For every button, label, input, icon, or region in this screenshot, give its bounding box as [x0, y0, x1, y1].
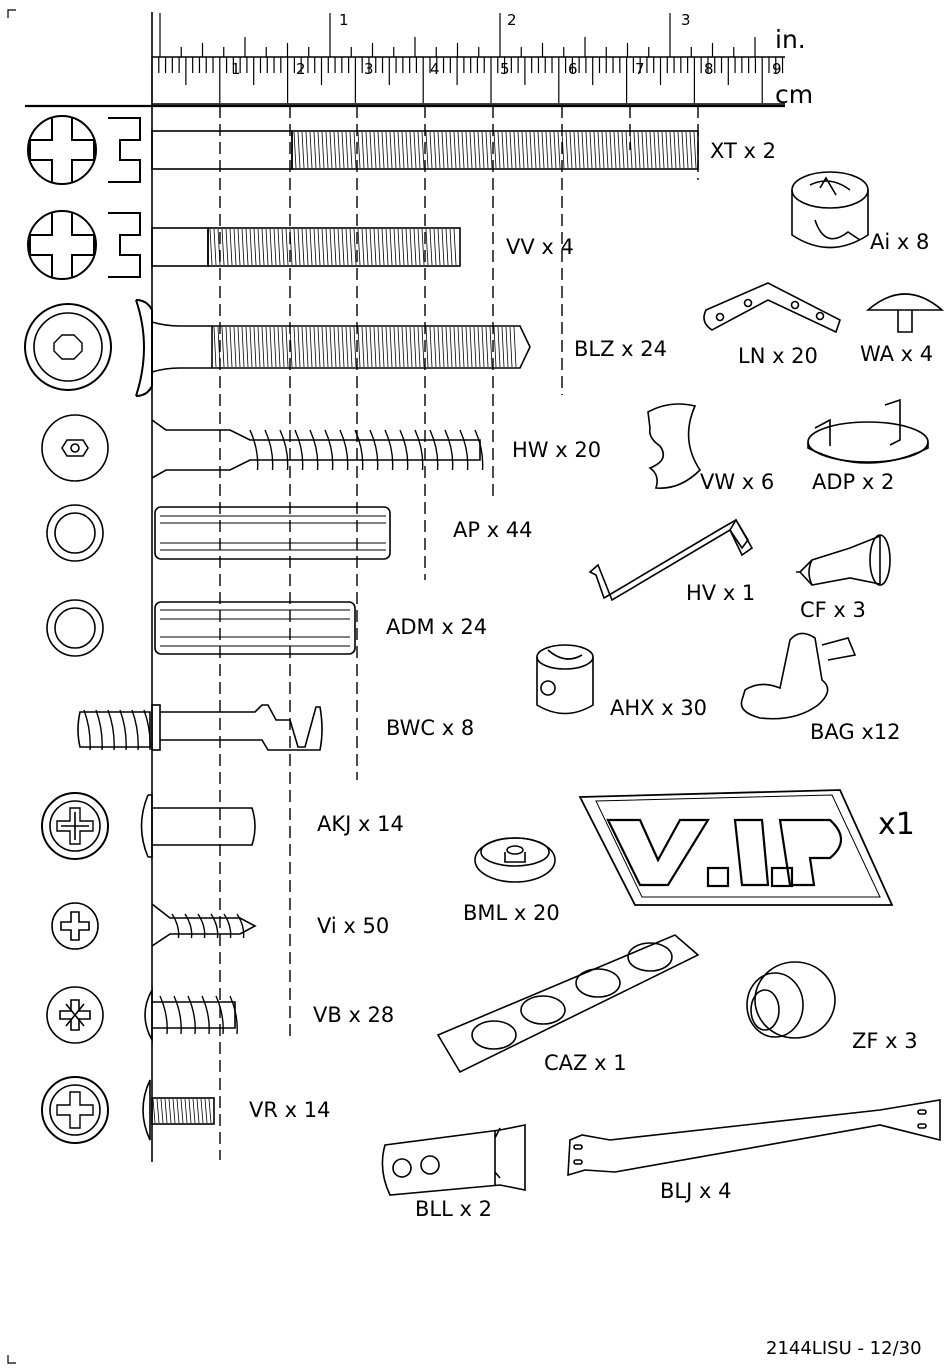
label-ahx: AHX x 30 [610, 698, 707, 719]
cm-tick-label: 9 [772, 62, 782, 77]
cm-tick-label: 7 [635, 62, 645, 77]
part-ap [47, 505, 390, 561]
label-akj: AKJ x 14 [317, 814, 404, 835]
part-vv [28, 211, 460, 279]
label-vip-count: x1 [878, 810, 915, 840]
label-adp: ADP x 2 [812, 472, 894, 493]
part-bwc [78, 705, 322, 750]
part-ahx [537, 645, 593, 714]
label-bwc: BWC x 8 [386, 718, 474, 739]
part-wa [868, 294, 942, 332]
label-xt: XT x 2 [710, 141, 776, 162]
part-vip [580, 790, 892, 905]
part-ln [704, 283, 840, 332]
part-akj [42, 793, 255, 859]
label-wa: WA x 4 [860, 344, 933, 365]
cm-tick-label: 6 [568, 62, 578, 77]
part-vi [52, 903, 255, 949]
label-blj: BLJ x 4 [660, 1181, 731, 1202]
label-ap: AP x 44 [453, 520, 533, 541]
label-hv: HV x 1 [686, 583, 755, 604]
label-caz: CAZ x 1 [544, 1053, 627, 1074]
part-xt [28, 116, 698, 184]
ruler-unit-in: in. [775, 27, 806, 52]
label-hw: HW x 20 [512, 440, 601, 461]
label-vv: VV x 4 [506, 237, 574, 258]
part-cf [796, 535, 890, 585]
part-adp [808, 400, 928, 463]
label-vr: VR x 14 [249, 1100, 330, 1121]
label-zf: ZF x 3 [852, 1031, 918, 1052]
part-vr [42, 1077, 214, 1143]
label-vw: VW x 6 [700, 472, 774, 493]
part-vw [648, 404, 700, 488]
part-bag [741, 633, 855, 718]
label-ln: LN x 20 [738, 346, 818, 367]
cm-tick-label: 4 [430, 62, 440, 77]
inch-tick-label: 2 [507, 13, 517, 28]
inch-tick-label: 3 [681, 13, 691, 28]
cm-tick-label: 8 [704, 62, 714, 77]
part-ai [792, 172, 868, 248]
part-zf [747, 962, 835, 1038]
label-ai: Ai x 8 [870, 232, 929, 253]
part-vb [47, 987, 237, 1043]
label-vb: VB x 28 [313, 1005, 394, 1026]
label-bml: BML x 20 [463, 903, 560, 924]
page-number: 2144LISU - 12/30 [766, 1340, 922, 1358]
label-blz: BLZ x 24 [574, 339, 667, 360]
cm-tick-label: 1 [231, 62, 241, 77]
part-hw [42, 415, 483, 481]
label-vi: Vi x 50 [317, 916, 389, 937]
part-blz [25, 300, 530, 396]
cm-tick-label: 5 [500, 62, 510, 77]
label-adm: ADM x 24 [386, 617, 487, 638]
crop-marks [8, 10, 16, 1363]
label-bag: BAG x12 [810, 722, 901, 743]
part-bml [475, 838, 555, 882]
part-adm [47, 600, 355, 656]
label-bll: BLL x 2 [415, 1199, 492, 1220]
ruler-unit-cm: cm [775, 82, 813, 107]
cm-tick-label: 2 [296, 62, 306, 77]
part-blj [568, 1100, 940, 1175]
ruler [25, 12, 785, 1162]
inch-tick-label: 1 [339, 13, 349, 28]
cm-tick-label: 3 [364, 62, 374, 77]
label-cf: CF x 3 [800, 600, 866, 621]
part-bll [382, 1125, 525, 1195]
